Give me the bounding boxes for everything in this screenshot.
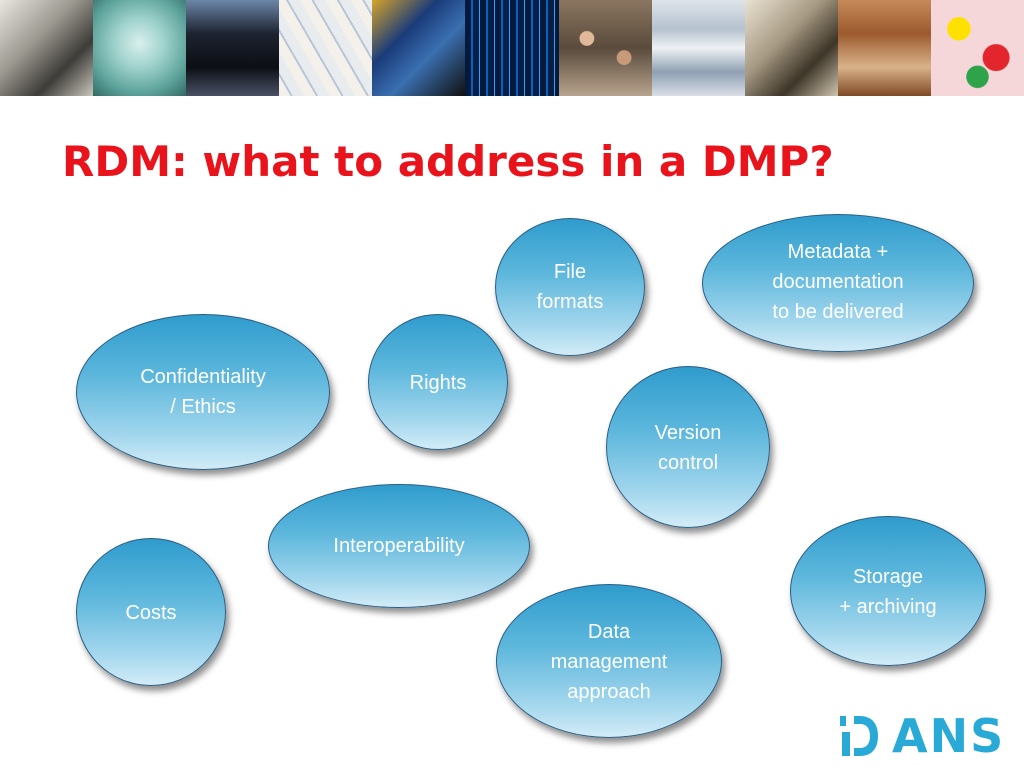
bubble-label: Metadata + documentation to be delivered <box>772 241 904 323</box>
bubble-label: Costs <box>125 602 177 624</box>
banner-photo-stained-glass <box>372 0 466 96</box>
banner-photo-crowd <box>558 0 652 96</box>
bubble-file-formats: File formats <box>495 218 645 356</box>
bubble-data-management: Data management approach <box>496 584 722 738</box>
logo-text: ANS <box>892 709 1006 763</box>
bubble-label: File formats <box>536 261 604 313</box>
bubble-confidentiality: Confidentiality / Ethics <box>76 314 330 470</box>
bubble-label: Storage + archiving <box>839 566 937 618</box>
bubble-storage: Storage + archiving <box>790 516 986 666</box>
banner-photo-map <box>837 0 931 96</box>
bubble-label: Rights <box>409 372 467 394</box>
bubble-label: Confidentiality / Ethics <box>140 366 266 418</box>
banner-photo-glass <box>93 0 187 96</box>
bubble-costs: Costs <box>76 538 226 686</box>
bubble-label: Data management approach <box>550 621 668 703</box>
banner-photo-family <box>0 0 94 96</box>
dans-logo: ANS <box>840 712 1016 760</box>
banner-photo-server <box>651 0 745 96</box>
logo-d-mark-icon <box>840 714 880 758</box>
bubble-label: Version control <box>654 422 722 474</box>
banner-photo-rigging <box>279 0 373 96</box>
bubble-label: Interoperability <box>333 535 465 557</box>
bubble-interoperability: Interoperability <box>268 484 530 608</box>
photo-banner <box>0 0 1024 96</box>
slide-title: RDM: what to address in a DMP? <box>62 137 834 186</box>
bubble-metadata: Metadata + documentation to be delivered <box>702 214 974 352</box>
banner-photo-historic <box>744 0 838 96</box>
bubble-version-control: Version control <box>606 366 770 528</box>
bubble-rights: Rights <box>368 314 508 450</box>
banner-photo-digital-lines <box>465 0 559 96</box>
banner-photo-colors <box>930 0 1024 96</box>
banner-photo-soldiers <box>186 0 280 96</box>
